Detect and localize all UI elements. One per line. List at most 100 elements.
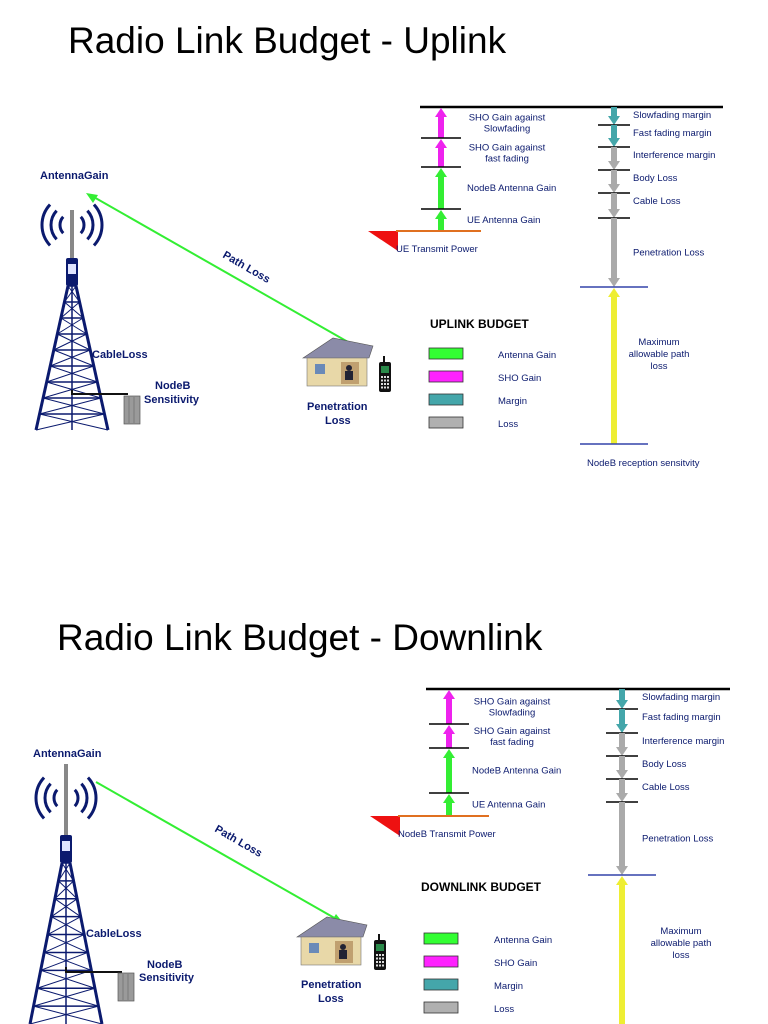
cable-loss-label: CableLoss xyxy=(86,928,142,940)
path-loss-arrow xyxy=(95,781,339,921)
cable-line xyxy=(65,967,122,973)
loss-arrow-head xyxy=(608,138,620,147)
gain-arrow xyxy=(438,148,444,167)
mobile-phone-icon xyxy=(374,934,386,970)
gain-arrow xyxy=(446,758,452,793)
loss-label: Cable Loss xyxy=(633,196,681,207)
phone-key xyxy=(381,376,383,378)
loss-arrow xyxy=(619,779,625,793)
wave-arc xyxy=(34,776,46,820)
gain-label: UE Antenna Gain xyxy=(472,800,545,811)
loss-arrow xyxy=(611,193,617,209)
phone-key xyxy=(387,376,389,378)
tower-leg-right xyxy=(68,862,104,1024)
phone-key xyxy=(382,954,384,956)
tower-brace xyxy=(67,285,80,303)
max-path-arrow-up-head xyxy=(616,876,628,885)
mast xyxy=(70,210,74,272)
wave-arc xyxy=(80,782,89,814)
antenna-window xyxy=(62,841,70,851)
path-loss-label: Path Loss xyxy=(213,823,265,860)
roof xyxy=(302,337,374,359)
nodeb-label: NodeB xyxy=(155,380,191,392)
tower-brace xyxy=(39,397,102,415)
tower-brace xyxy=(58,862,71,882)
window xyxy=(309,943,319,953)
loss-arrow xyxy=(619,689,625,700)
legend-swatch xyxy=(423,978,459,991)
phone-key xyxy=(376,954,378,956)
tower-brace xyxy=(40,951,88,971)
loss-arrow-head xyxy=(608,116,620,125)
tower-brace xyxy=(64,301,84,319)
phone-key xyxy=(381,383,383,385)
phone-screen xyxy=(376,944,384,951)
tower-leg-left xyxy=(34,285,70,431)
loss-arrow xyxy=(611,107,617,116)
legend-label: Margin xyxy=(498,396,527,407)
legend-swatch xyxy=(428,370,464,383)
gain-label: fast fading xyxy=(485,154,529,165)
loss-label: Loss xyxy=(318,993,344,1005)
gain-arrow-head xyxy=(435,210,447,219)
tower xyxy=(28,764,104,1024)
legend-title: DOWNLINK BUDGET xyxy=(421,880,542,894)
tower-brace xyxy=(64,285,77,303)
tower-brace xyxy=(47,916,81,935)
loss-label: Body Loss xyxy=(642,759,687,770)
loss-label: Interference margin xyxy=(642,736,724,747)
transmit-power-wedge xyxy=(370,816,400,836)
tower-brace xyxy=(50,349,91,367)
slide-uplink: Radio Link Budget - Uplink Path Loss Ant… xyxy=(34,20,723,469)
loss-arrow-head xyxy=(608,161,620,170)
sensitivity-label: Sensitivity xyxy=(144,394,200,406)
max-path-loss-label-1: Maximum xyxy=(638,337,679,348)
tower-brace xyxy=(33,1005,103,1024)
gain-arrow xyxy=(446,699,452,724)
gain-arrow-head xyxy=(443,794,455,803)
tower-brace xyxy=(58,880,78,900)
gain-arrow-head xyxy=(435,108,447,117)
gain-label: SHO Gain against xyxy=(474,726,551,737)
gain-arrow-head xyxy=(443,690,455,699)
slide-title: Radio Link Budget - Downlink xyxy=(57,617,543,658)
max-path-loss-label-2: allowable path xyxy=(629,349,690,360)
loss-arrow-head xyxy=(616,866,628,875)
gain-label: SHO Gain against xyxy=(474,697,551,708)
legend-label: SHO Gain xyxy=(498,373,541,384)
antenna-gain-label: AntennaGain xyxy=(40,170,109,182)
tower-brace xyxy=(33,987,96,1007)
tower-brace xyxy=(50,365,98,383)
tower-brace xyxy=(36,987,99,1007)
phone-key xyxy=(387,383,389,385)
tower-brace xyxy=(46,365,94,383)
person-head xyxy=(340,944,346,950)
tower-brace xyxy=(57,333,91,351)
tower-brace xyxy=(51,898,78,918)
roof xyxy=(296,916,368,938)
max-path-loss-label-3: loss xyxy=(673,950,690,961)
loss-arrow-head xyxy=(616,793,628,802)
wave-arc xyxy=(40,203,52,247)
phone-key xyxy=(382,964,384,967)
gain-arrow-head xyxy=(443,749,455,758)
tower-leg-left xyxy=(28,862,64,1024)
tower-brace xyxy=(42,381,98,399)
cable-line xyxy=(71,390,128,395)
loss-arrow xyxy=(619,802,625,866)
tower-brace xyxy=(46,381,102,399)
loss-label: Loss xyxy=(325,415,351,427)
gain-arrow xyxy=(438,177,444,209)
tower-brace xyxy=(44,934,85,953)
path-loss-label: Path Loss xyxy=(221,249,273,286)
phone-key xyxy=(376,964,378,967)
phone-key xyxy=(376,957,378,960)
tower-brace xyxy=(42,397,105,415)
loss-arrow-head xyxy=(616,724,628,733)
gain-label: Slowfading xyxy=(484,124,530,135)
loss-arrow xyxy=(619,709,625,724)
tower-brace xyxy=(57,317,84,335)
loss-label: Interference margin xyxy=(633,150,715,161)
nodeb-cabinet-icon xyxy=(123,395,141,425)
